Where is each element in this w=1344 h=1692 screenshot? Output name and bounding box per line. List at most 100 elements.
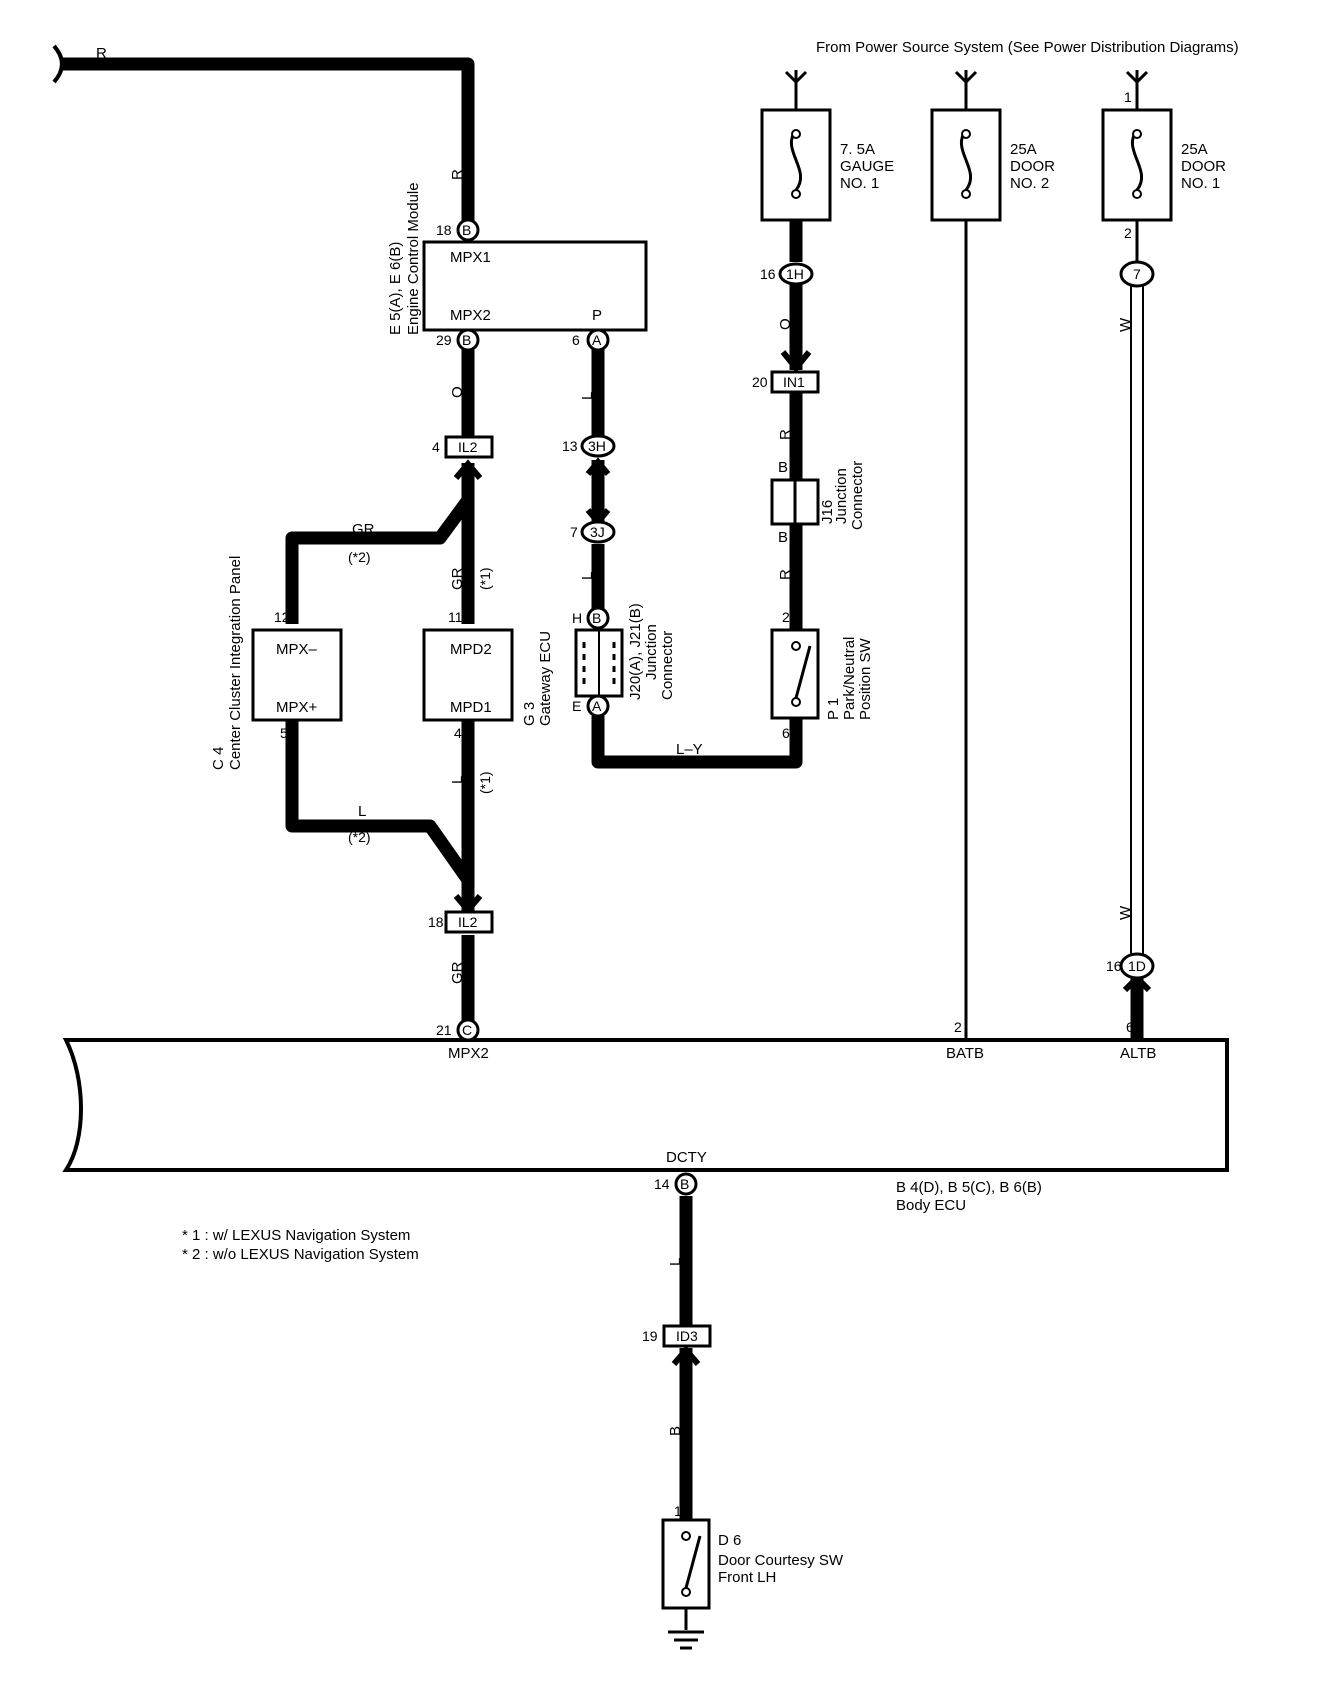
cluster-name: Center Cluster Integration Panel bbox=[227, 556, 244, 770]
svg-text:ID3: ID3 bbox=[676, 1328, 698, 1344]
pin-1: 1 bbox=[674, 1503, 682, 1519]
pin-6b: 6 bbox=[782, 725, 790, 741]
connector-jconn-b: B bbox=[586, 606, 610, 630]
door-name2: Front LH bbox=[718, 1569, 776, 1586]
wc-o2: O bbox=[777, 318, 794, 330]
mark-n2b: (*2) bbox=[348, 829, 371, 845]
gateway-mpd1: MPD1 bbox=[450, 699, 492, 716]
arrow-id3 bbox=[671, 1345, 701, 1366]
connector-in1: IN1 bbox=[770, 370, 820, 394]
fuse-gauge-label-3: NO. 1 bbox=[840, 175, 879, 192]
door-name1: Door Courtesy SW bbox=[718, 1552, 844, 1569]
park-neutral-switch: P 1 Park/Neutral Position SW bbox=[770, 628, 874, 720]
ecm-mpx1: MPX1 bbox=[450, 249, 491, 266]
fuse-door2-label-1: 25A bbox=[1010, 141, 1037, 158]
fuse-door-no2: 25A DOOR NO. 2 bbox=[930, 108, 1055, 222]
body-ecu: MPX2 BATB ALTB DCTY B 4(D), B 5(C), B 6(… bbox=[62, 1038, 1229, 1214]
wire-l-cluster bbox=[285, 716, 474, 884]
connector-ecm-a: A bbox=[586, 328, 610, 352]
jconn-name2: Connector bbox=[659, 631, 676, 700]
arrow-3h bbox=[585, 457, 611, 476]
junction-connector-j20-j21: J20(A), J21(B) Junction Connector bbox=[574, 603, 676, 700]
svg-text:B: B bbox=[462, 222, 471, 238]
pin-12: 12 bbox=[274, 609, 290, 625]
power-arrow-door2 bbox=[954, 70, 978, 85]
wc-w2: W bbox=[1117, 905, 1134, 920]
pin-11: 11 bbox=[448, 609, 463, 625]
wc-l-mid: L bbox=[449, 776, 466, 784]
wc-b1: B bbox=[778, 459, 788, 476]
pin-5: 5 bbox=[280, 725, 288, 741]
ecm-p: P bbox=[592, 307, 602, 324]
jconn-ref: J20(A), J21(B) bbox=[627, 603, 644, 700]
power-arrow-door1 bbox=[1125, 70, 1149, 85]
jconn-name1: Junction bbox=[643, 624, 660, 680]
wc-w1: W bbox=[1117, 317, 1134, 332]
j16-name1: Junction bbox=[833, 468, 850, 524]
fuse-gauge-no1: 7. 5A GAUGE NO. 1 bbox=[760, 108, 894, 222]
pin-21: 21 bbox=[436, 1022, 452, 1038]
svg-text:IL2: IL2 bbox=[458, 439, 478, 455]
pin-18b: 18 bbox=[428, 914, 444, 930]
connector-jconn-a: A bbox=[586, 694, 610, 718]
svg-text:A: A bbox=[592, 332, 602, 348]
pin-2: 2 bbox=[782, 609, 790, 625]
fuse-gauge-label-1: 7. 5A bbox=[840, 141, 875, 158]
svg-text:3J: 3J bbox=[590, 524, 605, 540]
pin-13: 13 bbox=[562, 438, 578, 454]
gateway-mpd2: MPD2 bbox=[450, 641, 492, 658]
park-ref: P 1 bbox=[825, 698, 842, 720]
pin-4b: 4 bbox=[454, 725, 462, 741]
arrow-il2-top bbox=[453, 459, 483, 480]
wc-l-left: L bbox=[358, 803, 366, 820]
wire-ly bbox=[591, 716, 803, 769]
power-source-note: From Power Source System (See Power Dist… bbox=[816, 39, 1239, 56]
body-mpx2: MPX2 bbox=[448, 1045, 489, 1062]
pin-19: 19 bbox=[642, 1328, 658, 1344]
pin-16: 16 bbox=[760, 266, 776, 282]
body-altb: ALTB bbox=[1120, 1045, 1156, 1062]
cluster-mpx-minus: MPX– bbox=[276, 641, 318, 658]
connector-il2-bottom: IL2 bbox=[444, 910, 494, 934]
pin-e: E bbox=[572, 698, 581, 714]
ecm-ref: E 5(A), E 6(B) bbox=[387, 242, 404, 335]
park-name1: Park/Neutral bbox=[841, 637, 858, 720]
wc-gr-mid: GR bbox=[449, 567, 466, 590]
connector-body-c: C bbox=[456, 1018, 480, 1042]
gateway-ref: G 3 bbox=[521, 702, 538, 726]
connector-id3: ID3 bbox=[662, 1324, 712, 1348]
svg-text:B: B bbox=[592, 610, 601, 626]
fuse-door2-label-3: NO. 2 bbox=[1010, 175, 1049, 192]
wire-r-top bbox=[60, 57, 475, 222]
pin-20: 20 bbox=[752, 374, 768, 390]
cluster-mpx-plus: MPX+ bbox=[276, 699, 318, 716]
pin-door1-top: 1 bbox=[1124, 89, 1132, 105]
fuse-door2-label-2: DOOR bbox=[1010, 158, 1055, 175]
power-arrow-gauge bbox=[784, 70, 808, 85]
connector-1d: 1D bbox=[1119, 952, 1155, 980]
fuse-door1-label-2: DOOR bbox=[1181, 158, 1226, 175]
wc-r2: R bbox=[777, 569, 794, 580]
pin-2b: 2 bbox=[954, 1019, 962, 1035]
pin-7: 7 bbox=[570, 524, 578, 540]
svg-text:B: B bbox=[680, 1176, 689, 1192]
wc-r1: R bbox=[777, 429, 794, 440]
door-courtesy-switch: D 6 Door Courtesy SW Front LH bbox=[661, 1518, 844, 1650]
ecm-name: Engine Control Module bbox=[405, 182, 422, 335]
connector-3j: 3J bbox=[580, 520, 616, 544]
ecm-mpx2: MPX2 bbox=[450, 307, 491, 324]
arrow-in1 bbox=[780, 350, 812, 373]
engine-control-module: MPX1 MPX2 P E 5(A), E 6(B) Engine Contro… bbox=[387, 182, 648, 335]
connector-1h: 1H bbox=[778, 262, 814, 286]
pin-6: 6 bbox=[572, 332, 580, 348]
wire-break-mark bbox=[52, 44, 64, 84]
body-name: Body ECU bbox=[896, 1197, 966, 1214]
svg-text:B: B bbox=[462, 332, 471, 348]
svg-text:1D: 1D bbox=[1128, 958, 1146, 974]
pin-door1-bottom: 2 bbox=[1124, 225, 1132, 241]
connector-body-b: B bbox=[674, 1172, 698, 1196]
pin-18: 18 bbox=[436, 222, 452, 238]
note-1: * 1 : w/ LEXUS Navigation System bbox=[182, 1227, 410, 1244]
door-ref: D 6 bbox=[718, 1532, 741, 1549]
